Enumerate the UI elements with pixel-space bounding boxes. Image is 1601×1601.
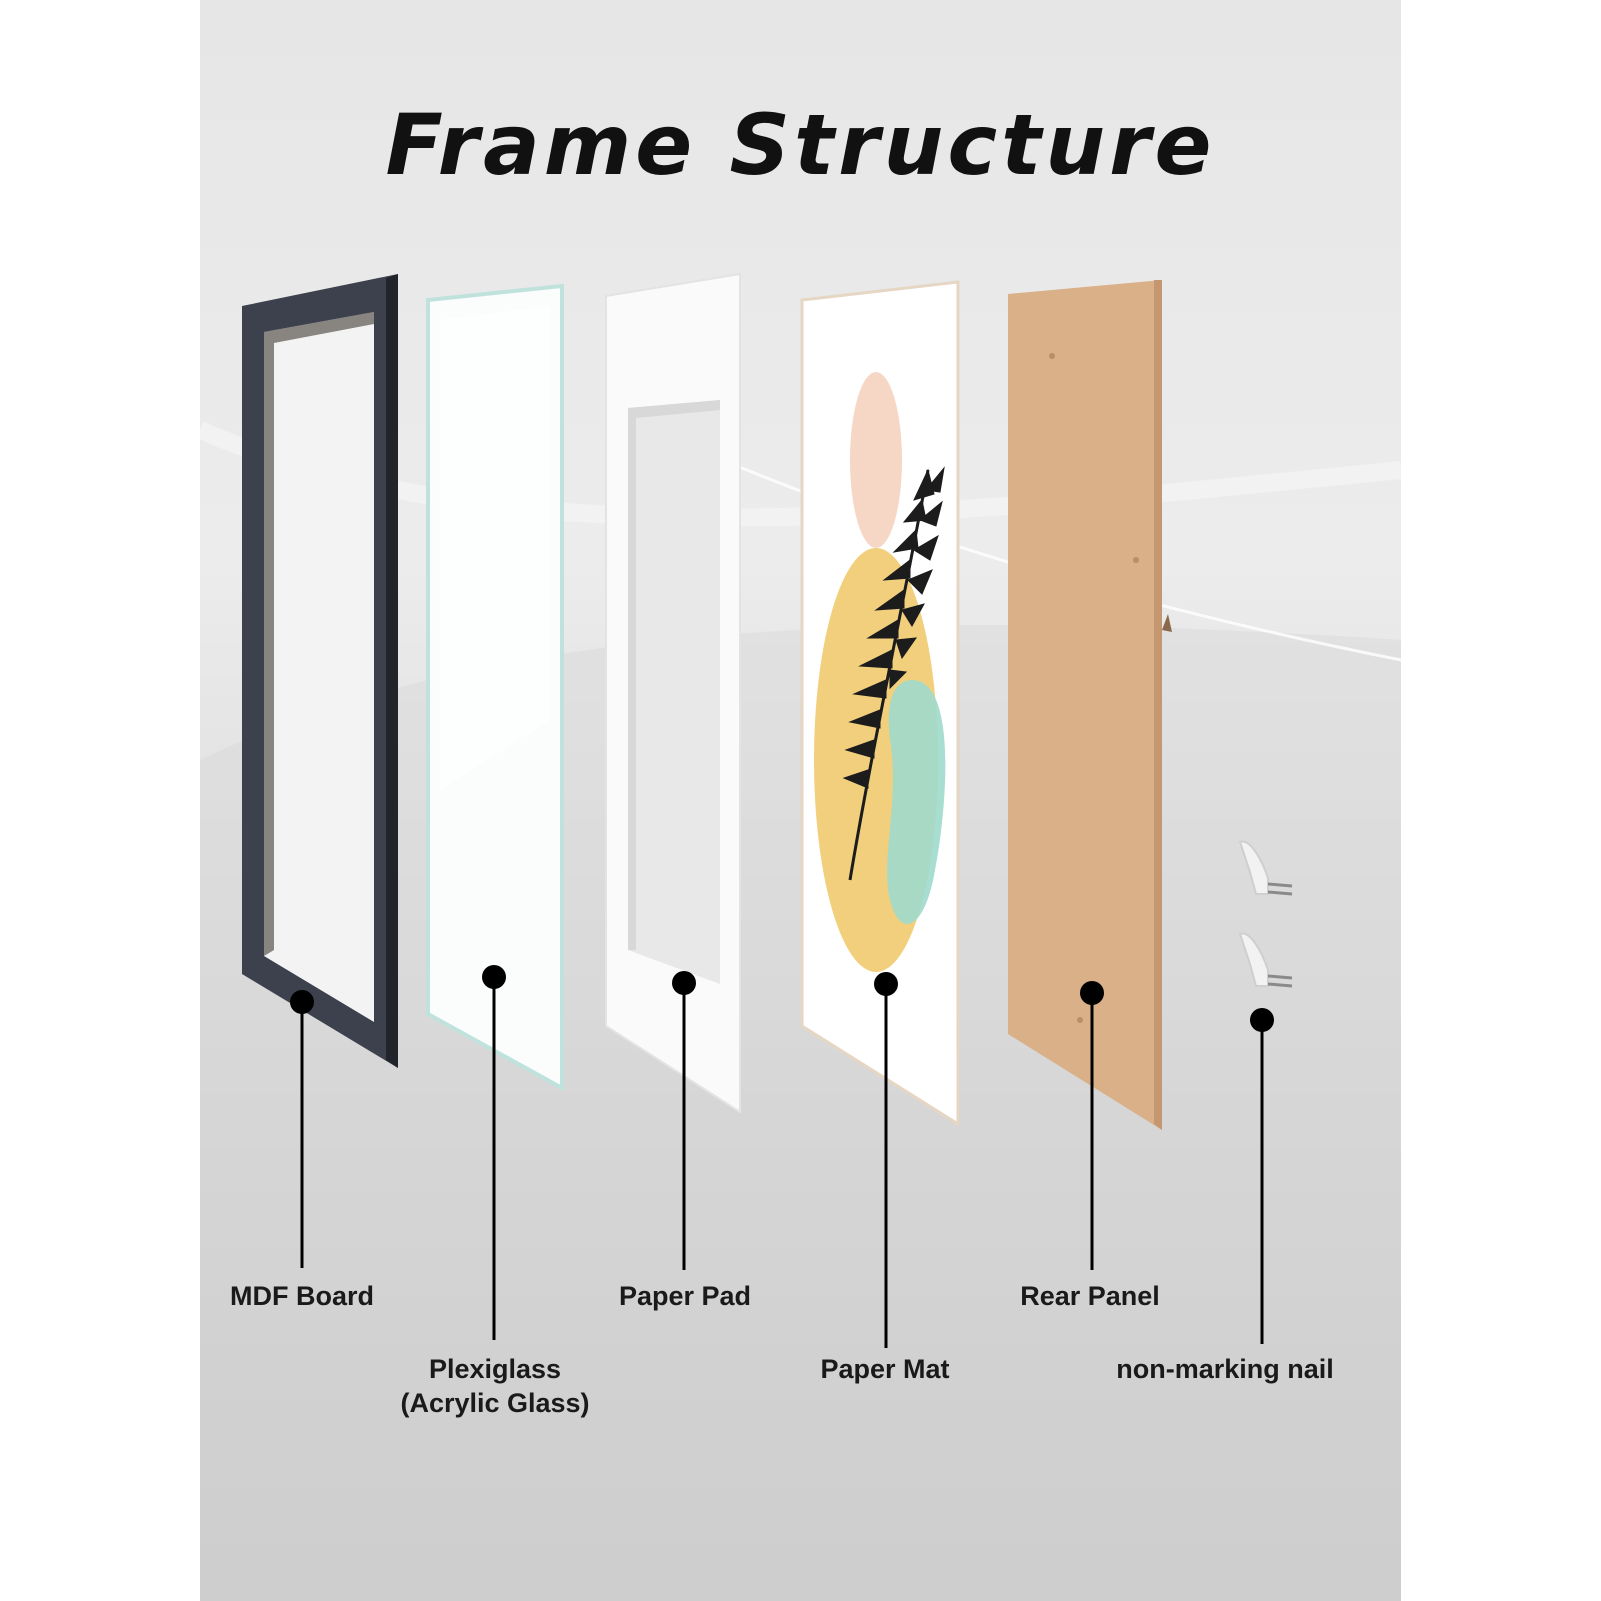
nail-icon — [1238, 840, 1293, 988]
callout-lines — [290, 965, 1274, 1348]
plexiglass-sheet — [426, 283, 564, 1092]
label-mdf-board: MDF Board — [230, 1281, 374, 1311]
label-plexiglass: Plexiglass (Acrylic Glass) — [380, 1352, 610, 1420]
peach-blob — [850, 372, 902, 548]
rear-panel-board — [1008, 280, 1172, 1130]
diagram-title: Frame Structure — [385, 96, 1216, 194]
paper-mat-print — [800, 280, 960, 1127]
label-paper-pad: Paper Pad — [618, 1281, 752, 1311]
paper-pad-sheet — [605, 272, 741, 1114]
mint-blob — [887, 680, 946, 924]
frame-layers-illustration — [200, 272, 1401, 1601]
mdf-board-frame — [242, 274, 398, 1068]
label-plexiglass-line1: Plexiglass — [428, 1354, 562, 1384]
label-plexiglass-line2: (Acrylic Glass) — [400, 1388, 590, 1418]
label-rear-panel: Rear Panel — [1020, 1281, 1160, 1311]
label-non-marking-nail: non-marking nail — [1116, 1354, 1334, 1384]
leaf-icon — [842, 466, 945, 881]
label-paper-mat: Paper Mat — [820, 1354, 950, 1384]
diagram-panel: Frame Structure — [200, 0, 1401, 1601]
